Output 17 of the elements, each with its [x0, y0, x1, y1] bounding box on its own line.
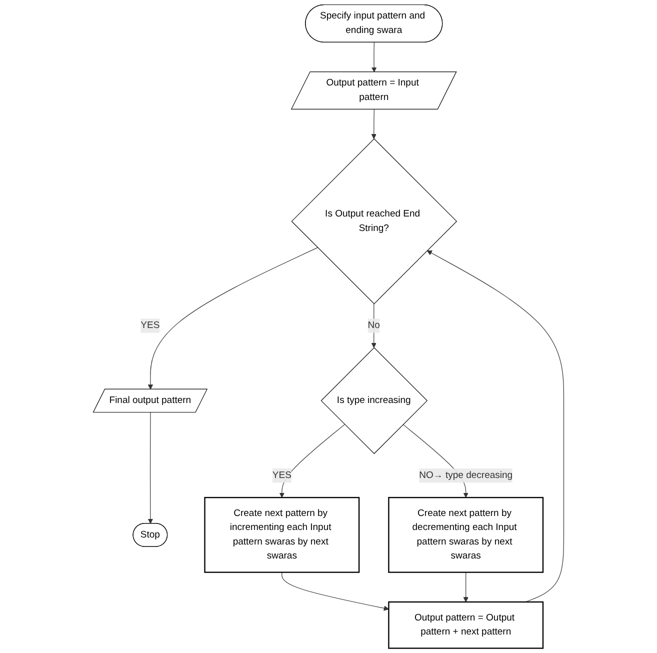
node-box: Output pattern = Output pattern + next pattern [388, 601, 544, 649]
arrow [426, 250, 564, 602]
edge-label: YES [140, 320, 160, 330]
arrow [371, 109, 376, 140]
arrow [371, 42, 377, 72]
edge-label: NO→ type decreasing [419, 470, 513, 480]
arrow [279, 424, 345, 498]
edge-label: No [368, 320, 380, 330]
arrow [148, 412, 154, 524]
arrow [148, 247, 318, 390]
arrow [463, 572, 468, 602]
node-diamond: Is Output reached End String? [291, 138, 458, 304]
node-box: Create next pattern by decrementing each Input pattern swaras by next swaras [388, 496, 544, 573]
node-diamond: Is type increasing [320, 347, 428, 454]
edge-label: YES [272, 470, 292, 480]
arrow [282, 572, 389, 611]
node-box: Create next pattern by incrementing each Input pattern swaras by next swaras [204, 496, 360, 573]
